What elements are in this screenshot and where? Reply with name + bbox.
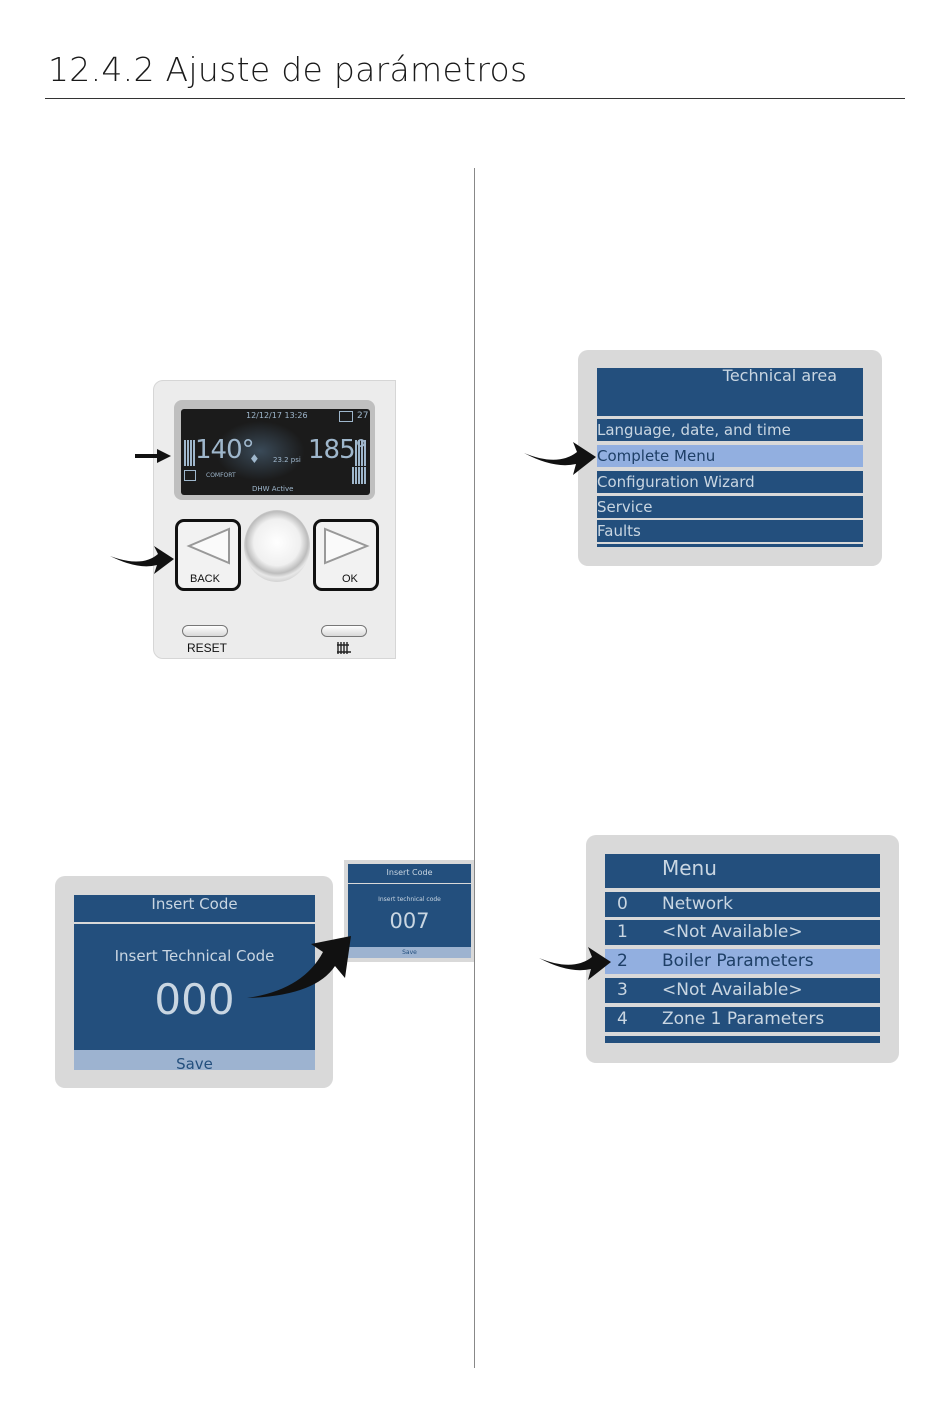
lcd-status: DHW Active <box>252 485 294 493</box>
back-button-label: BACK <box>190 573 220 585</box>
menu-item-label: <Not Available> <box>662 922 803 942</box>
technical-area-footer <box>597 544 863 547</box>
menu-item-number: 1 <box>617 922 628 942</box>
menu-item-label: Boiler Parameters <box>662 951 814 971</box>
insert-code-zoom-save: Save <box>348 947 471 958</box>
menu-item-not-available-1[interactable]: 1 <Not Available> <box>605 920 880 945</box>
ok-arrow-icon <box>324 527 370 565</box>
menu-item-language[interactable]: Language, date, and time <box>597 419 863 441</box>
menu-item-service[interactable]: Service <box>597 496 863 518</box>
lcd-bar-right <box>355 440 367 466</box>
back-button[interactable] <box>175 519 241 591</box>
pointer-arrow-back <box>110 546 174 574</box>
ok-button[interactable] <box>313 519 379 591</box>
insert-code-title: Insert Code <box>74 895 315 922</box>
menu-header <box>605 854 880 888</box>
lcd-date: 12/12/17 13:26 <box>246 411 308 420</box>
pointer-arrow-code <box>247 936 351 998</box>
technical-area-header <box>597 368 863 416</box>
menu-item-faults[interactable]: Faults <box>597 520 863 542</box>
lcd-pressure: 23.2 psi <box>273 456 301 464</box>
insert-code-zoom-body <box>348 884 471 947</box>
insert-code-zoom-title: Insert Code <box>348 864 471 883</box>
menu-item-boiler-parameters[interactable]: 2 Boiler Parameters <box>605 949 880 974</box>
lcd-glow <box>215 421 305 481</box>
menu-item-number: 3 <box>617 980 628 1000</box>
menu-item-label: Zone 1 Parameters <box>662 1009 825 1029</box>
reset-button-label: RESET <box>187 641 228 655</box>
menu-item-number: 2 <box>617 951 628 971</box>
pointer-arrow-display <box>135 449 171 463</box>
menu-item-configuration-wizard[interactable]: Configuration Wizard <box>597 471 863 493</box>
pointer-arrow-complete-menu <box>524 442 596 475</box>
technical-area-title: Technical area <box>722 366 837 385</box>
lcd-bar-left <box>184 440 196 466</box>
insert-code-zoom-value: 007 <box>389 909 430 933</box>
menu-title: Menu <box>662 856 717 880</box>
insert-code-zoom-subtitle: Insert technical code <box>378 896 441 903</box>
save-button[interactable]: Save <box>74 1050 315 1070</box>
back-arrow-icon <box>186 527 230 565</box>
lcd-outdoor-temp: 27 <box>357 411 369 421</box>
menu-item-zone-1-parameters[interactable]: 4 Zone 1 Parameters <box>605 1007 880 1032</box>
ok-button-label: OK <box>342 573 358 585</box>
house-icon <box>339 411 353 422</box>
lcd-mode: COMFORT <box>206 472 236 479</box>
menu-item-not-available-3[interactable]: 3 <Not Available> <box>605 978 880 1003</box>
lcd-temp-left: 140° <box>195 435 255 465</box>
radiator-icon <box>336 640 352 660</box>
insert-code-subtitle: Insert Technical Code <box>114 947 275 965</box>
title-divider <box>45 98 905 99</box>
pointer-arrow-boiler-parameters <box>539 947 611 980</box>
bath-icon <box>184 470 196 481</box>
heating-button[interactable] <box>321 625 367 637</box>
menu-item-number: 4 <box>617 1009 628 1029</box>
menu-item-label: Network <box>662 894 733 914</box>
radiator-level-icon <box>352 467 366 484</box>
drop-icon: ♦ <box>249 452 260 466</box>
menu-item-complete-menu[interactable]: Complete Menu <box>597 445 863 467</box>
insert-code-value[interactable]: 000 <box>154 975 235 1024</box>
menu-footer <box>605 1036 880 1043</box>
insert-code-body <box>74 924 315 1050</box>
menu-item-number: 0 <box>617 894 628 914</box>
menu-item-label: <Not Available> <box>662 980 803 1000</box>
page-title: 12.4.2 Ajuste de parámetros <box>48 50 528 89</box>
selector-knob[interactable] <box>244 510 310 582</box>
column-divider <box>474 168 475 1368</box>
menu-item-network[interactable]: 0 Network <box>605 892 880 917</box>
reset-button[interactable] <box>182 625 228 637</box>
